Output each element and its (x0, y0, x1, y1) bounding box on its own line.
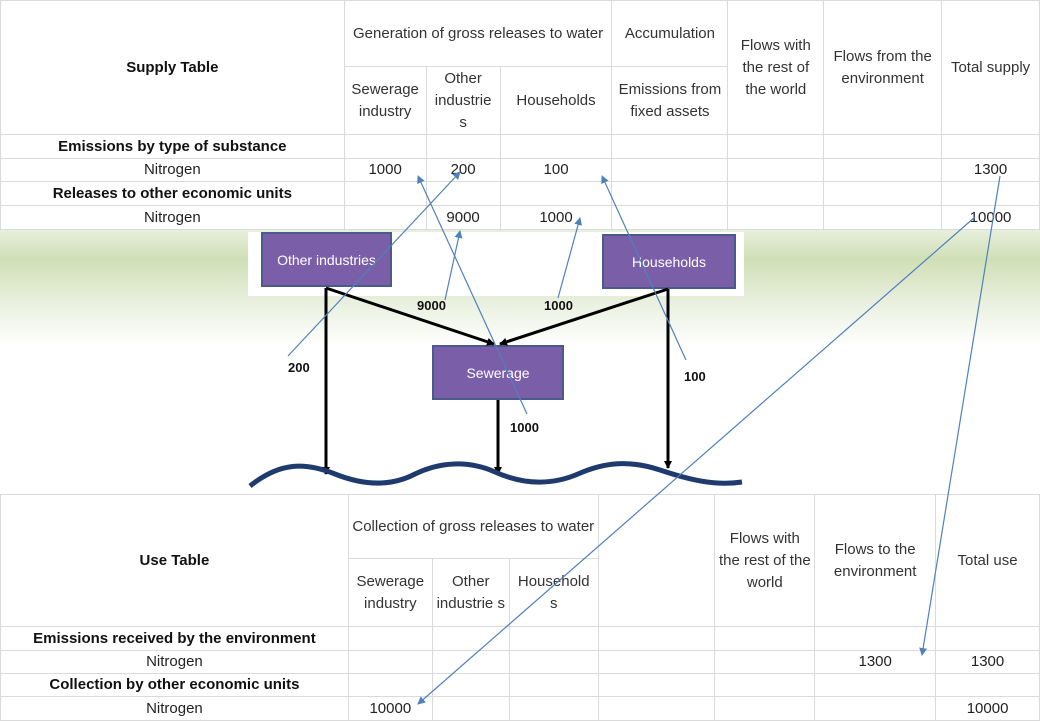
supply-table-row: Nitrogen 1000 200 100 1300 (0, 158, 1040, 182)
supply-row2-households: 1000 (499, 205, 613, 230)
supply-table-title: Supply Table (0, 0, 345, 135)
supply-header-generation: Generation of gross releases to water (343, 0, 613, 67)
supply-row2-other: 9000 (425, 205, 501, 230)
use-table-title: Use Table (0, 494, 349, 627)
supply-header-accumulation: Accumulation (611, 0, 729, 67)
use-row1-environment: 1300 (814, 650, 937, 674)
use-sub-sewerage: Sewerage industry (347, 558, 433, 627)
flow-arrow-other-to-sewerage (325, 286, 495, 346)
supply-sub-emissions-fixed-assets: Emissions from fixed assets (611, 66, 729, 135)
connector-200 (287, 171, 461, 357)
supply-row1-label: Nitrogen (0, 158, 345, 182)
use-section-row: Collection by other economic units (0, 673, 1040, 697)
connector-total-1300 (919, 175, 1001, 656)
supply-table: Supply Table Generation of gross release… (0, 0, 1040, 230)
connector-total-10000 (417, 216, 976, 705)
supply-section-emissions: Emissions by type of substance (0, 134, 345, 159)
supply-row2-label: Nitrogen (0, 205, 345, 230)
connector-1000-sewerage (417, 175, 528, 415)
use-header-collection: Collection of gross releases to water (347, 494, 599, 559)
node-other-industries: Other industries (261, 232, 392, 287)
node-sewerage-label: Sewerage (466, 364, 530, 381)
supply-sub-other-industries: Other industrie s (425, 66, 501, 135)
node-sewerage: Sewerage (432, 345, 564, 400)
node-households: Households (602, 234, 736, 289)
use-table-row: Nitrogen 1300 1300 (0, 650, 1040, 674)
use-header-blank (597, 494, 716, 627)
water-wave (248, 461, 743, 488)
flow-label-1000-households: 1000 (544, 298, 573, 313)
node-other-industries-label: Other industries (277, 251, 376, 268)
supply-header-rest-of-world: Flows with the rest of the world (727, 0, 825, 135)
node-households-label: Households (632, 253, 706, 270)
supply-row2-total: 10000 (941, 205, 1040, 230)
flow-arrow-households-to-sewerage (499, 287, 669, 346)
use-section-row: Emissions received by the environment (0, 626, 1040, 651)
flow-label-9000: 9000 (417, 298, 446, 313)
use-row1-label: Nitrogen (0, 650, 349, 674)
flow-label-200: 200 (288, 360, 310, 375)
supply-row1-households: 100 (499, 158, 613, 182)
use-header-total: Total use (935, 494, 1040, 627)
supply-row1-sewerage: 1000 (343, 158, 427, 182)
supply-section-releases: Releases to other economic units (0, 181, 345, 206)
connector-100 (601, 175, 687, 361)
supply-section-row: Releases to other economic units (0, 181, 1040, 206)
supply-section-row: Emissions by type of substance (0, 134, 1040, 159)
supply-header-environment: Flows from the environment (823, 0, 943, 135)
use-header-environment: Flows to the environment (814, 494, 937, 627)
connector-9000 (444, 230, 463, 301)
use-section-collection: Collection by other economic units (0, 673, 349, 697)
flow-label-1000-sewerage: 1000 (510, 420, 539, 435)
supply-row1-total: 1300 (941, 158, 1040, 182)
connector-1000-households (557, 217, 583, 299)
flow-label-100: 100 (684, 369, 706, 384)
use-section-emissions: Emissions received by the environment (0, 626, 349, 651)
supply-table-row: Nitrogen 9000 1000 10000 (0, 205, 1040, 230)
